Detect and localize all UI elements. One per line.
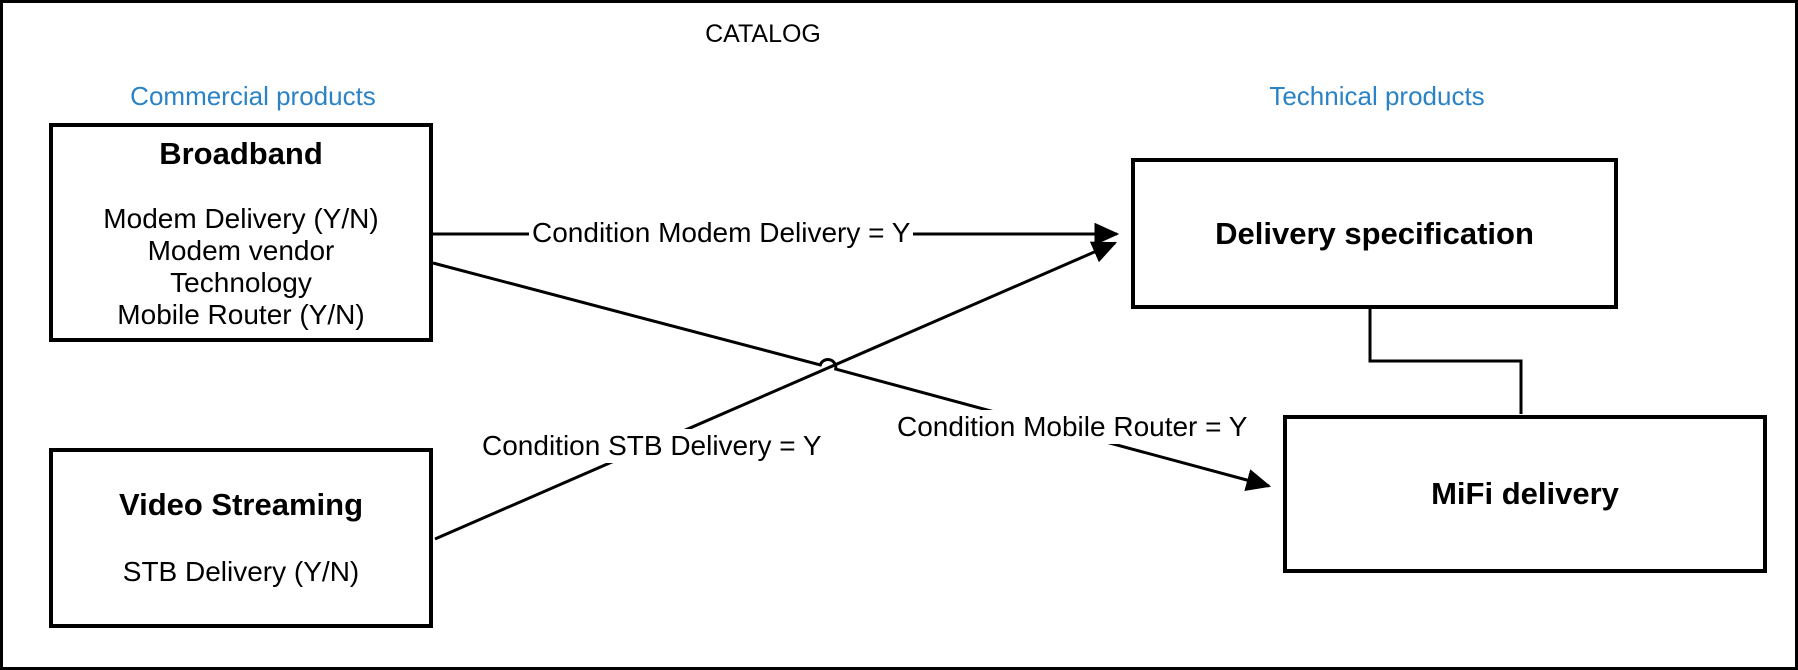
delivery-specification-title: Delivery specification bbox=[1215, 215, 1534, 251]
broadband-title: Broadband bbox=[159, 136, 323, 171]
attribute-line: Technology bbox=[170, 267, 312, 298]
delivery-specification-node: Delivery specification bbox=[1131, 158, 1618, 309]
video-streaming-attributes: STB Delivery (Y/N) bbox=[53, 556, 429, 588]
video-streaming-node: Video Streaming STB Delivery (Y/N) bbox=[49, 448, 433, 628]
mifi-delivery-title: MiFi delivery bbox=[1431, 476, 1619, 511]
video-streaming-title: Video Streaming bbox=[118, 487, 364, 522]
mifi-delivery-node: MiFi delivery bbox=[1283, 415, 1767, 573]
edge-delivery-to-mifi-line bbox=[1368, 309, 1523, 414]
edge-label-mobile-router: Condition Mobile Router = Y bbox=[894, 410, 1251, 444]
technical-products-header: Technical products bbox=[1269, 81, 1485, 111]
commercial-products-header: Commercial products bbox=[130, 81, 376, 111]
broadband-node: Broadband Modem Delivery (Y/N) Modem ven… bbox=[49, 123, 433, 342]
broadband-attributes: Modem Delivery (Y/N) Modem vendor Techno… bbox=[53, 203, 429, 331]
page-title: CATALOG bbox=[705, 20, 821, 48]
attribute-line: Modem Delivery (Y/N) bbox=[103, 203, 379, 234]
attribute-line: STB Delivery (Y/N) bbox=[122, 556, 360, 587]
attribute-line: Modem vendor bbox=[147, 235, 335, 266]
edge-stb-delivery-line bbox=[434, 241, 1118, 541]
edge-label-modem-delivery: Condition Modem Delivery = Y bbox=[529, 216, 914, 250]
attribute-line: Mobile Router (Y/N) bbox=[117, 299, 365, 330]
edge-label-stb-delivery: Condition STB Delivery = Y bbox=[479, 429, 825, 463]
edge-mobile-router-line bbox=[432, 261, 1272, 492]
